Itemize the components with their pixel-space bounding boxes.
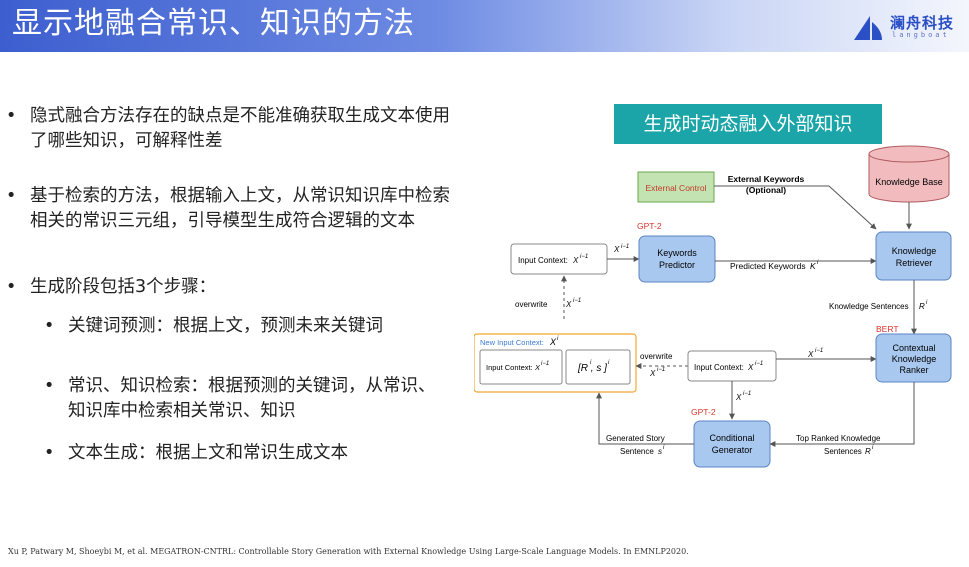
langboat-logo-icon bbox=[854, 16, 882, 40]
knowledge-sentences-superscript: i bbox=[926, 300, 928, 306]
langboat-logo: 澜舟科技 langboat bbox=[852, 10, 962, 46]
external-control-node bbox=[637, 171, 715, 203]
keywords-predictor-node bbox=[638, 235, 716, 283]
page-title: 显示地融合常识、知识的方法 bbox=[12, 6, 415, 41]
top-ranked-arrow bbox=[769, 382, 915, 447]
knowledge-base-node: Knowledge Base bbox=[868, 145, 950, 203]
new-input-context-label: New Input Context: bbox=[480, 338, 544, 347]
sub-bullet-text: 常识、知识检索：根据预测的关键词，从常识、知识库中检索相关常识、知识 bbox=[68, 376, 436, 421]
conditional-generator-label-2: Generator bbox=[712, 445, 753, 455]
conditional-generator-label-1: Conditional bbox=[709, 433, 754, 443]
input-context-middle-symbol: X bbox=[747, 363, 754, 372]
generator-arrow-superscript: i−1 bbox=[743, 391, 751, 397]
bullet-text: 隐式融合方法存在的缺点是不能准确获取生成文本使用了哪些知识，可解释性差 bbox=[30, 106, 450, 151]
optional-label: (Optional) bbox=[746, 185, 786, 195]
new-input-context-part-2 bbox=[565, 349, 631, 385]
knowledge-retriever-node bbox=[875, 231, 952, 281]
citation: Xu P, Patwary M, Shoeybi M, et al. MEGAT… bbox=[8, 547, 689, 556]
external-keywords-label: External Keywords bbox=[728, 174, 805, 184]
knowledge-retriever-label-1: Knowledge bbox=[892, 246, 937, 256]
logo-text-en: langboat bbox=[892, 31, 950, 39]
keywords-predictor-label-1: Keywords bbox=[657, 248, 697, 258]
bullet-dot: • bbox=[44, 443, 55, 463]
overwrite-symbol-1: X bbox=[565, 300, 572, 309]
overwrite-superscript-2: i−1 bbox=[657, 367, 665, 373]
bullet-dot: • bbox=[44, 316, 55, 336]
conditional-generator-node bbox=[693, 420, 771, 468]
input-context-top-superscript: i−1 bbox=[580, 254, 588, 260]
predicted-keywords-label: Predicted Keywords bbox=[730, 261, 806, 271]
contextual-ranker-label-1: Contextual bbox=[892, 343, 935, 353]
generated-story-label-2: Sentence bbox=[620, 447, 654, 456]
new-input-context-part-1-label: Input Context: bbox=[486, 363, 533, 372]
ranker-arrow-superscript: i−1 bbox=[815, 348, 823, 354]
overwrite-symbol-2: X bbox=[649, 369, 656, 378]
input-context-top-symbol: X bbox=[572, 256, 579, 265]
generated-story-symbol: s bbox=[658, 447, 662, 456]
logo-text-cn: 澜舟科技 bbox=[890, 14, 955, 32]
diagram-title: 生成时动态融入外部知识 bbox=[614, 104, 882, 144]
predicted-keywords-superscript: i bbox=[817, 260, 819, 266]
new-input-context-part-2-superscript-2: i bbox=[608, 360, 610, 366]
bullet-text: 基于检索的方法，根据输入上文，从常识知识库中检索相关的常识三元组，引导模型生成符… bbox=[30, 186, 450, 231]
new-input-context-part-2-symbol: [R , s ] bbox=[577, 363, 607, 374]
sub-bullet-text: 关键词预测：根据上文，预测未来关键词 bbox=[68, 316, 383, 336]
bullet-text: 生成阶段包括3个步骤： bbox=[30, 277, 217, 297]
external-keywords-arrow bbox=[714, 185, 877, 230]
input-context-middle-superscript: i−1 bbox=[755, 361, 763, 367]
contextual-ranker-label-3: Ranker bbox=[899, 365, 928, 375]
knowledge-sentences-symbol: R bbox=[919, 302, 925, 311]
new-input-context-part-1-symbol: X bbox=[534, 363, 541, 372]
new-input-context-symbol: X bbox=[549, 337, 557, 347]
gpt2-bottom-label: GPT-2 bbox=[691, 407, 716, 417]
input-context-middle-label: Input Context: bbox=[694, 363, 744, 372]
bullet-dot: • bbox=[44, 376, 55, 396]
arrow-symbol-top: X bbox=[613, 245, 620, 254]
generated-story-label-1: Generated Story bbox=[606, 434, 665, 443]
keywords-predictor-label-2: Predictor bbox=[659, 260, 695, 270]
input-context-top-label: Input Context: bbox=[518, 256, 568, 265]
new-input-context-superscript: i bbox=[557, 336, 559, 342]
top-ranked-symbol: R bbox=[865, 447, 871, 456]
new-input-context-part-1 bbox=[479, 349, 563, 385]
overwrite-label-1: overwrite bbox=[515, 300, 548, 309]
generated-story-superscript: i bbox=[663, 445, 665, 451]
knowledge-retriever-label-2: Retriever bbox=[896, 258, 933, 268]
gpt2-top-label: GPT-2 bbox=[637, 221, 662, 231]
header-bar: 显示地融合常识、知识的方法 澜舟科技 langboat bbox=[0, 0, 969, 52]
top-ranked-superscript: i bbox=[872, 445, 874, 451]
generated-story-arrow bbox=[596, 392, 694, 445]
overwrite-superscript-1: i−1 bbox=[573, 298, 581, 304]
sub-bullet-text: 文本生成：根据上文和常识生成文本 bbox=[68, 443, 348, 463]
knowledge-base-label: Knowledge Base bbox=[875, 177, 943, 187]
overwrite-label-2: overwrite bbox=[640, 352, 673, 361]
external-control-label: External Control bbox=[646, 183, 707, 193]
arrow-superscript-top: i−1 bbox=[621, 244, 629, 250]
bullet-dot: • bbox=[6, 186, 17, 206]
contextual-ranker-label-2: Knowledge bbox=[892, 354, 937, 364]
bert-label: BERT bbox=[876, 324, 899, 334]
new-input-context-part-1-superscript: i−1 bbox=[541, 361, 549, 367]
architecture-diagram: External Control External Keywords (Opti… bbox=[474, 145, 952, 468]
bullet-dot: • bbox=[6, 106, 17, 126]
knowledge-sentences-label: Knowledge Sentences bbox=[829, 302, 909, 311]
predicted-keywords-symbol: K bbox=[810, 261, 816, 271]
new-input-context-part-2-superscript-1: i bbox=[590, 360, 592, 366]
top-ranked-label-2: Sentences bbox=[824, 447, 862, 456]
generator-arrow-symbol: X bbox=[735, 393, 742, 402]
bullet-dot: • bbox=[6, 277, 17, 297]
top-ranked-label-1: Top Ranked Knowledge bbox=[796, 434, 881, 443]
ranker-arrow-symbol: X bbox=[807, 350, 814, 359]
